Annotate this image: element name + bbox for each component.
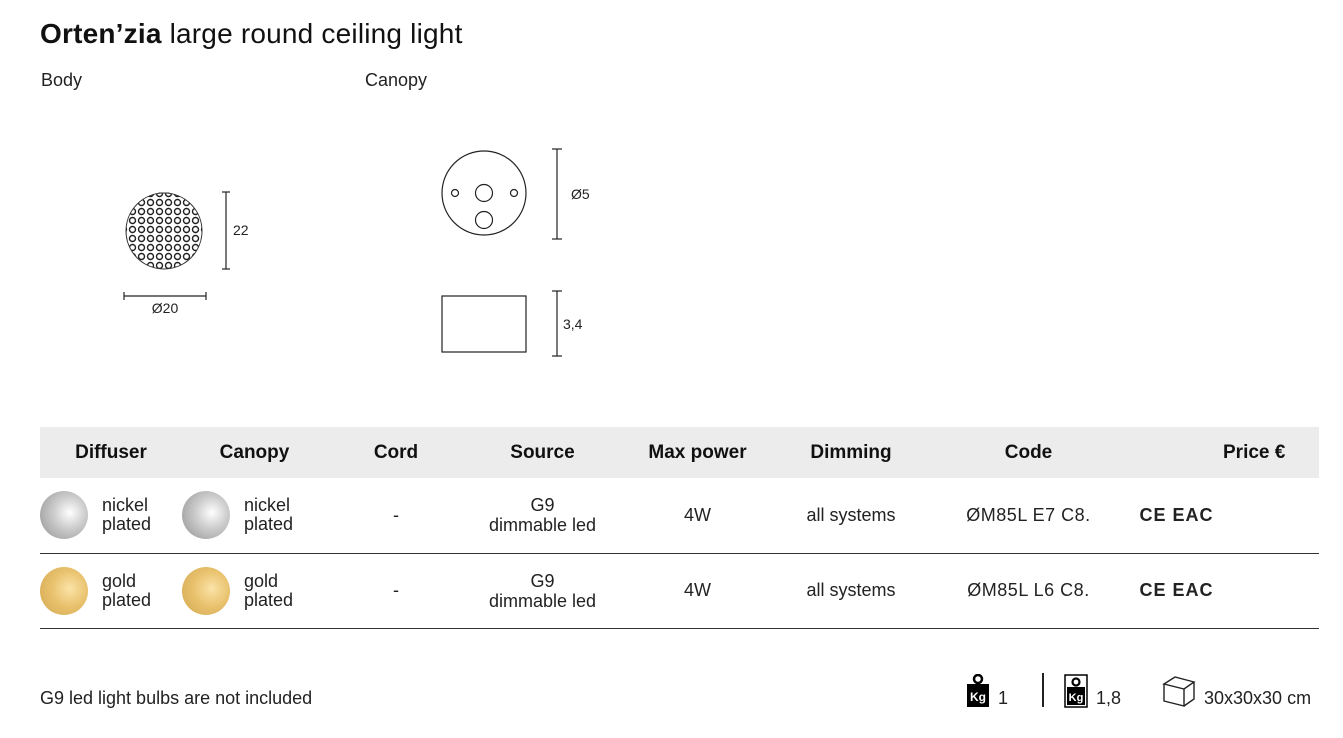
header-diffuser: Diffuser xyxy=(75,441,147,463)
net-weight-icon: Kg xyxy=(967,673,989,707)
source-type: dimmable led xyxy=(488,590,597,611)
gold-swatch xyxy=(40,566,88,615)
canopy-drawing: Ø5 3,4 xyxy=(441,148,590,357)
svg-text:Kg: Kg xyxy=(970,690,986,704)
source-cell: G9 dimmable led xyxy=(465,478,620,553)
package-size: 30x30x30 cm xyxy=(1162,672,1311,709)
net-weight: Kg 1 xyxy=(966,672,1008,709)
header-canopy: Canopy xyxy=(219,441,290,463)
header-source: Source xyxy=(510,441,575,463)
canopy-top-view xyxy=(441,150,527,236)
canopy-finish: gold xyxy=(244,570,279,591)
body-height-label: 22 xyxy=(233,222,249,238)
diffuser-finish: gold xyxy=(102,570,137,591)
source-bulb: G9 xyxy=(530,495,555,516)
svg-text:Kg: Kg xyxy=(1069,692,1084,704)
header-max-power: Max power xyxy=(648,441,747,463)
table-row: gold plated gold plated - G9 dimmable le… xyxy=(40,553,1319,628)
diffuser-finish-type: plated xyxy=(102,514,152,535)
diffuser-cell: nickel plated xyxy=(40,491,182,540)
max-power-cell: 4W xyxy=(684,580,711,600)
canopy-diameter-label: Ø5 xyxy=(571,186,590,202)
gross-weight-value: 1,8 xyxy=(1096,688,1122,708)
cord-cell: - xyxy=(393,504,399,525)
price-cell xyxy=(1223,478,1319,553)
body-drawing: 22 Ø20 xyxy=(123,191,249,316)
gold-swatch xyxy=(182,566,230,615)
nickel-swatch xyxy=(40,491,88,540)
canopy-cell: nickel plated xyxy=(182,491,327,540)
canopy-finish-type: plated xyxy=(244,514,294,535)
box-icon xyxy=(1162,675,1196,707)
body-diameter-label: Ø20 xyxy=(152,300,179,316)
product-name: Orten’zia xyxy=(40,18,162,49)
cert-icon: CE EAC xyxy=(1139,504,1214,525)
header-code: Code xyxy=(1004,441,1053,463)
header-price: Price € xyxy=(1223,441,1286,463)
diffuser-finish: nickel xyxy=(102,495,149,516)
canopy-cell: gold plated xyxy=(182,566,327,615)
body-sphere xyxy=(125,192,203,270)
canopy-side-view xyxy=(441,295,527,353)
net-weight-value: 1 xyxy=(998,688,1009,708)
bulb-note: G9 led light bulbs are not included xyxy=(40,688,313,708)
gross-weight: Kg 1,8 xyxy=(1064,672,1121,709)
cord-cell: - xyxy=(393,580,399,600)
cert-icon: CE EAC xyxy=(1139,580,1214,600)
dimming-cell: all systems xyxy=(806,504,896,525)
table-header-row: Diffuser Canopy Cord Source Max power Di… xyxy=(40,427,1319,478)
nickel-swatch xyxy=(182,491,230,540)
header-cert xyxy=(1130,427,1223,478)
code-cell: ØM85L L6 C8. xyxy=(967,580,1090,600)
diffuser-finish-type: plated xyxy=(102,589,152,610)
header-cord: Cord xyxy=(373,441,419,463)
gross-weight-icon: Kg xyxy=(1064,673,1088,708)
header-dimming: Dimming xyxy=(810,441,892,463)
canopy-label: Canopy xyxy=(365,70,428,90)
max-power-cell: 4W xyxy=(684,504,711,525)
canopy-height-label: 3,4 xyxy=(563,316,583,332)
canopy-finish-type: plated xyxy=(244,589,294,610)
product-description: large round ceiling light xyxy=(169,18,463,49)
page-title: Orten’zia large round ceiling light xyxy=(40,18,463,50)
diffuser-cell: gold plated xyxy=(40,566,182,615)
code-cell: ØM85L E7 C8. xyxy=(966,504,1091,525)
dimming-cell: all systems xyxy=(806,580,896,600)
source-cell: G9 dimmable led xyxy=(465,553,620,628)
spec-table: Diffuser Canopy Cord Source Max power Di… xyxy=(40,427,1319,629)
footer-divider xyxy=(1042,673,1044,707)
table-row: nickel plated nickel plated - G9 dimmabl… xyxy=(40,478,1319,553)
canopy-finish: nickel xyxy=(244,495,291,516)
source-type: dimmable led xyxy=(488,515,597,536)
body-label: Body xyxy=(41,70,83,90)
price-cell xyxy=(1223,553,1319,628)
source-bulb: G9 xyxy=(530,570,555,591)
package-size-value: 30x30x30 cm xyxy=(1204,688,1312,708)
